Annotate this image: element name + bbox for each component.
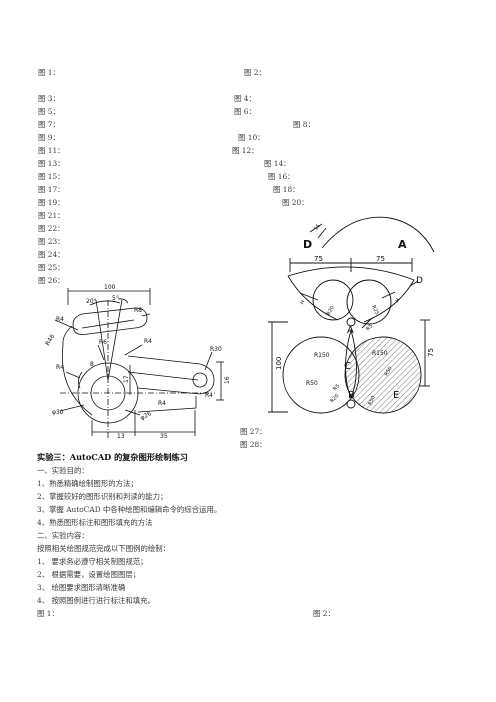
label-d-top: D — [303, 238, 312, 251]
fig-label-18: 图 18： — [273, 185, 300, 194]
bottom-fig-label-1: 图 1： — [37, 609, 59, 618]
fig-label-7: 图 7： — [38, 120, 60, 129]
fig-label-26: 图 26： — [38, 276, 65, 285]
fig-label-12: 图 12： — [232, 146, 259, 155]
dim-angle-20: 20° — [86, 298, 97, 305]
dim-r150-right: R150 — [372, 350, 388, 357]
bottom-fig-label-2: 图 2： — [313, 609, 335, 618]
dim-16: 16 — [224, 376, 231, 384]
dim-r4-bottom: R4 — [158, 400, 166, 407]
dim-r8: R8 — [134, 307, 142, 314]
fig-label-19: 图 19： — [38, 198, 65, 207]
dim-35: 35 — [160, 433, 168, 440]
content-item-3: 3、 绘图要求图形清晰准确 — [37, 583, 126, 592]
fig-label-6: 图 6： — [234, 107, 256, 116]
dim-100: 100 — [104, 284, 116, 291]
dim-angle-5: 5° — [112, 295, 119, 302]
dim-r50-left: R50 — [306, 380, 318, 387]
dim-r5-bottom: R5 — [332, 383, 341, 392]
fig-label-22: 图 22： — [38, 224, 65, 233]
fig-label-15: 图 15： — [38, 172, 65, 181]
dim-r30: R30 — [210, 346, 222, 353]
fig-label-28: 图 28： — [240, 440, 267, 449]
dim-r4-mid: R4 — [144, 338, 152, 345]
label-d-right: D — [416, 276, 423, 286]
fig-label-16: 图 16： — [268, 172, 295, 181]
purpose-item-4: 4、熟悉图形标注和图形填充的方法 — [37, 518, 153, 527]
label-a-center: A — [347, 325, 354, 336]
label-h-right: H — [394, 297, 401, 303]
fig-label-17: 图 17： — [38, 185, 65, 194]
dim-r6: R6 — [99, 339, 107, 346]
content-item-2: 2、 根据需要，设置绘图图层； — [37, 570, 141, 579]
purpose-item-2: 2、掌握较好的图形识别和判读的能力； — [37, 492, 168, 501]
fig-label-21: 图 21： — [38, 211, 65, 220]
dim-phi30: φ30 — [52, 409, 64, 416]
dim-r50-bottom: R50 — [367, 395, 377, 406]
fig-label-1: 图 1： — [38, 68, 60, 77]
dim-r4-left: R4 — [56, 364, 64, 371]
fig-label-4: 图 4： — [234, 94, 256, 103]
fig-label-10: 图 10： — [238, 133, 265, 142]
fig-label-9: 图 9： — [38, 133, 60, 142]
dim-100-vertical: 100 — [275, 357, 283, 370]
content-intro: 按照相关绘图规范完成以下图例的绘制： — [37, 544, 171, 553]
section-title: 实验三：AutoCAD 的复杂图形绘制练习 — [37, 452, 188, 462]
dim-8: 8 — [90, 361, 94, 368]
dim-r4-right: R4 — [205, 392, 213, 399]
dim-r150-left: R150 — [314, 352, 330, 359]
purpose-item-3: 3、掌握 AutoCAD 中各种绘图和编辑命令的综合运用。 — [37, 505, 222, 514]
dim-75-left: 75 — [314, 255, 323, 263]
fig-label-8: 图 8： — [293, 120, 315, 129]
dim-r4-top: R4 — [56, 316, 64, 323]
content-item-4: 4、 按照图例进行进行标注和填充。 — [37, 596, 155, 605]
label-h-left: H — [299, 299, 306, 305]
fig-label-20: 图 20： — [282, 198, 309, 207]
label-e: E — [393, 390, 399, 401]
dim-13: 13 — [117, 433, 125, 440]
label-b: B — [348, 390, 355, 401]
purpose-heading: 一、实验目的： — [37, 466, 89, 475]
fig-label-5: 图 5： — [38, 107, 60, 116]
fig-label-24: 图 24： — [38, 250, 65, 259]
fig-label-3: 图 3： — [38, 94, 60, 103]
dim-15: 15 — [313, 223, 322, 232]
dim-r25: R25 — [370, 304, 380, 315]
dim-75-right: 75 — [376, 255, 385, 263]
content-item-1: 1、 要求务必遵守相关制图规范； — [37, 557, 148, 566]
dim-r50-right: R50 — [384, 366, 394, 378]
label-c: C — [344, 361, 351, 372]
dim-17: 17 — [123, 375, 130, 383]
fig-label-13: 图 13： — [38, 159, 65, 168]
fig-label-2: 图 2： — [244, 68, 266, 77]
content-heading: 二、实验内容： — [37, 531, 89, 540]
dim-r5: R5 — [365, 323, 374, 332]
dim-75-vertical: 75 — [427, 348, 435, 357]
fig-label-23: 图 23： — [38, 237, 65, 246]
fig-label-27: 图 27： — [240, 427, 267, 436]
dim-r20-bottom: R20 — [329, 393, 340, 404]
dim-r20: R20 — [326, 305, 336, 317]
fig-label-14: 图 14： — [264, 159, 291, 168]
dim-phi26: φ26 — [139, 410, 153, 422]
fig-label-11: 图 11： — [38, 146, 65, 155]
purpose-item-1: 1、熟悉精确绘制图形的方法； — [37, 479, 138, 488]
fig-label-25: 图 25： — [38, 263, 65, 272]
label-a-top: A — [398, 238, 407, 251]
